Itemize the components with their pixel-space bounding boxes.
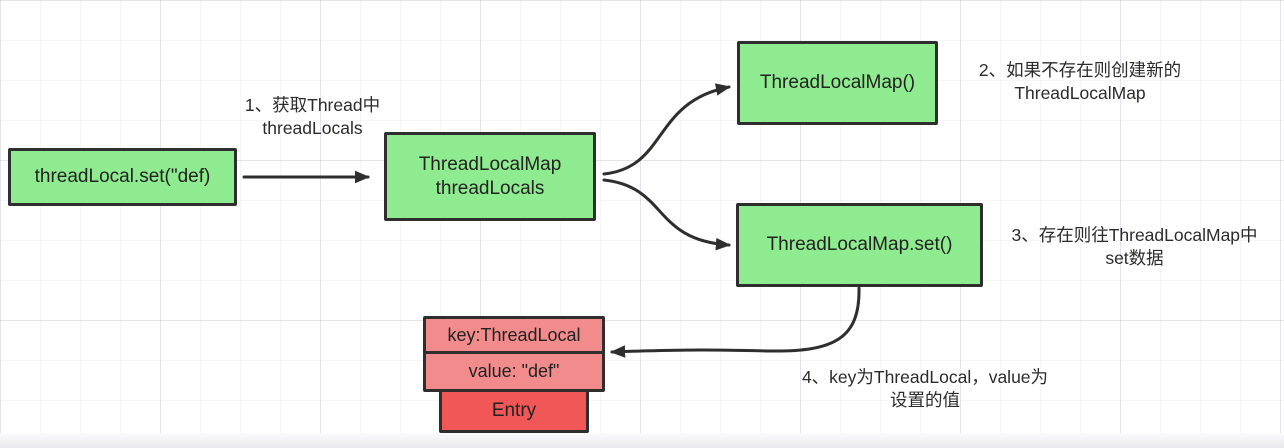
annotation-step1[interactable]: 1、获取Thread中 threadLocals <box>244 95 381 138</box>
annotation-step2[interactable]: 2、如果不存在则创建新的 ThreadLocalMap <box>978 60 1182 103</box>
arrow-threadlocals-to-set[interactable] <box>602 178 731 251</box>
arrow-threadlocals-to-ctor[interactable] <box>602 83 731 176</box>
node-threadlocals[interactable]: ThreadLocalMap threadLocals <box>384 132 596 221</box>
node-entry[interactable]: Entry <box>439 389 589 433</box>
node-entry-value[interactable]: value: "def" <box>423 351 605 392</box>
node-threadlocalmap-ctor[interactable]: ThreadLocalMap() <box>737 41 938 125</box>
annotation-step4[interactable]: 4、key为ThreadLocal，value为 设置的值 <box>801 367 1049 410</box>
annotation-step3[interactable]: 3、存在则往ThreadLocalMap中 set数据 <box>1011 225 1258 268</box>
bottom-edge-strip <box>0 433 1284 448</box>
node-entry-key[interactable]: key:ThreadLocal <box>423 316 605 354</box>
arrow-set-to-entry[interactable] <box>610 286 861 358</box>
node-threadlocal-set[interactable]: threadLocal.set("def) <box>8 148 237 206</box>
node-threadlocalmap-set[interactable]: ThreadLocalMap.set() <box>736 203 983 287</box>
